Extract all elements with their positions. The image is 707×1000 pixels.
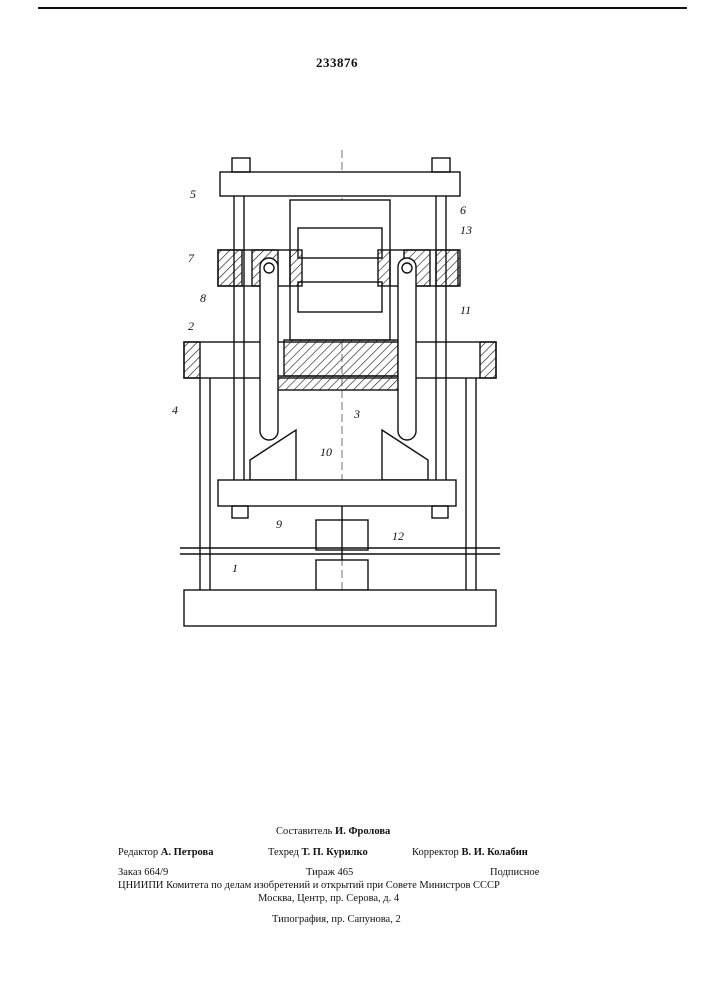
top-plate	[220, 172, 460, 196]
callout-9: 9	[276, 517, 282, 531]
patent-number: 233876	[316, 55, 358, 71]
callout-12: 12	[392, 529, 404, 543]
callout-2: 2	[188, 319, 194, 333]
subscription: Подписное	[490, 866, 539, 879]
callout-6: 6	[460, 203, 466, 217]
callout-10: 10	[320, 445, 332, 459]
callout-11: 11	[460, 303, 471, 317]
technical-drawing: 5 6 7 13 8 11 2 4 3 10 9 12 1	[160, 150, 520, 640]
editor: Редактор А. Петрова	[118, 846, 213, 859]
callout-1: 1	[232, 561, 238, 575]
punch-plate	[270, 376, 406, 390]
callout-5: 5	[190, 187, 196, 201]
callout-8: 8	[200, 291, 206, 305]
compiler-line: Составитель И. Фролова	[276, 825, 390, 838]
top-rule	[38, 7, 687, 9]
printer: Типография, пр. Сапунова, 2	[272, 913, 401, 926]
callout-13: 13	[460, 223, 472, 237]
die-frame	[290, 200, 390, 340]
address: Москва, Центр, пр. Серова, д. 4	[258, 892, 399, 905]
order-number: Заказ 664/9	[118, 866, 168, 879]
callout-3: 3	[353, 407, 360, 421]
techred: Техред Т. П. Курилко	[268, 846, 368, 859]
callout-7: 7	[188, 251, 195, 265]
base-plate	[184, 590, 496, 626]
corrector: Корректор В. И. Колабин	[412, 846, 528, 859]
circulation: Тираж 465	[306, 866, 353, 879]
institute: ЦНИИПИ Комитета по делам изобретений и о…	[118, 879, 500, 892]
press-mechanism-diagram: 5 6 7 13 8 11 2 4 3 10 9 12 1	[160, 150, 520, 640]
callout-4: 4	[172, 403, 178, 417]
